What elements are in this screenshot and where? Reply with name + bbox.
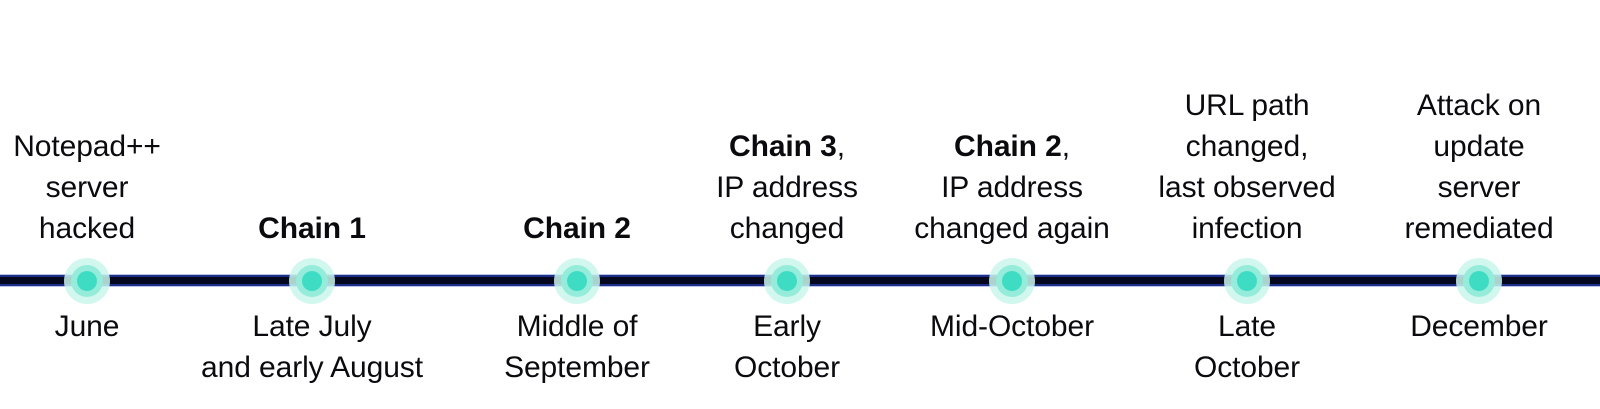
timeline-event-label-text: URL path changed, last observed infectio… <box>1158 89 1336 245</box>
timeline-event-label-text: , IP address changed <box>716 130 858 245</box>
timeline-axis <box>0 274 1600 288</box>
timeline-event-label-emphasis: Chain 3 <box>729 130 837 163</box>
timeline-event-label-text: Notepad++ server hacked <box>13 130 161 245</box>
timeline-event-label: Chain 2, IP address changed again <box>877 126 1147 249</box>
timeline-event-label: Notepad++ server hacked <box>0 126 187 249</box>
timeline-event-label-emphasis: Chain 1 <box>258 212 366 245</box>
timeline-event-label-text: , IP address changed again <box>914 130 1110 245</box>
timeline-event-label: Chain 3, IP address changed <box>687 126 887 249</box>
timeline-date-label: Mid-October <box>930 310 1094 343</box>
timeline-date-label: Late July and early August <box>201 310 423 384</box>
timeline-event-label: Chain 2 <box>457 208 697 249</box>
timeline-date-label: Middle of September <box>504 310 650 384</box>
timeline-event-label: URL path changed, last observed infectio… <box>1112 85 1382 249</box>
timeline-date-label: December <box>1410 310 1548 343</box>
timeline-date-label: Early October <box>733 310 840 384</box>
timeline-event-label-emphasis: Chain 2 <box>523 212 631 245</box>
timeline-event-label-emphasis: Chain 2 <box>954 130 1062 163</box>
timeline-axis-core-stroke <box>0 277 1600 284</box>
timeline-event-label-text: Attack on update server remediated <box>1404 89 1554 245</box>
timeline-event-label: Chain 1 <box>192 208 432 249</box>
timeline-event-label: Attack on update server remediated <box>1359 85 1599 249</box>
timeline-date-label: June <box>54 310 120 343</box>
timeline-date-label: Late October <box>1193 310 1300 384</box>
